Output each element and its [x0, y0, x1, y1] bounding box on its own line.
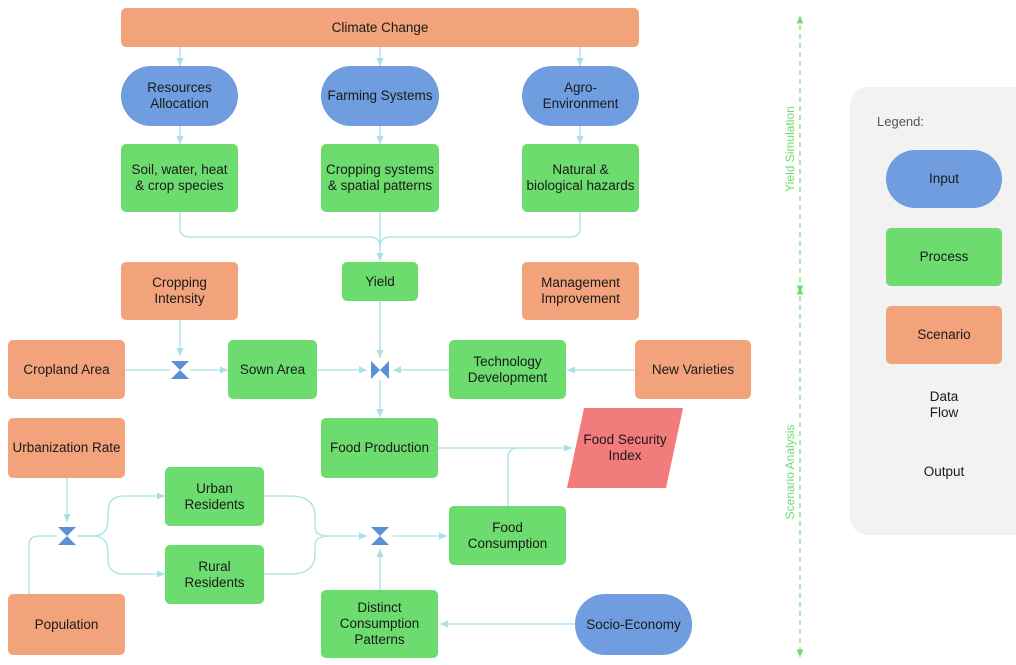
junction-valve-sown — [171, 361, 189, 379]
population-node[interactable]: Population — [8, 594, 125, 655]
cropping-systems-label: Cropping systems & spatial patterns — [325, 162, 435, 193]
food-security-index-node[interactable]: Food Security Index — [567, 408, 683, 488]
distinct-consumption-label: Distinct Consumption Patterns — [339, 600, 420, 647]
resources-allocation-node[interactable]: Resources Allocation — [121, 66, 238, 126]
farming-systems-node[interactable]: Farming Systems — [321, 66, 439, 126]
technology-development-node[interactable]: Technology Development — [449, 340, 566, 399]
legend-input-label: Input — [928, 171, 960, 186]
yield-simulation-label: Yield Simulation — [783, 106, 797, 192]
soil-water-label: Soil, water, heat & crop species — [131, 162, 228, 193]
cropping-intensity-label: Cropping Intensity — [152, 275, 207, 306]
flow-rural-junction — [264, 535, 331, 575]
technology-development-label: Technology Development — [467, 353, 548, 385]
new-varieties-label: New Varieties — [651, 361, 735, 377]
flow-pop-junction — [28, 535, 57, 594]
food-consumption-label: Food Consumption — [467, 519, 548, 551]
resources-allocation-label: Resources Allocation — [147, 80, 212, 111]
urbanization-rate-label: Urbanization Rate — [12, 440, 121, 455]
legend-process-label: Process — [919, 249, 969, 264]
food-security-index-label: Food Security Index — [583, 432, 667, 463]
cropping-intensity-node[interactable]: Cropping Intensity — [121, 262, 238, 320]
flow-nat-yield — [379, 212, 581, 248]
agro-environment-node[interactable]: Agro- Environment — [522, 66, 639, 126]
new-varieties-node[interactable]: New Varieties — [635, 340, 751, 399]
yield-node[interactable]: Yield — [342, 262, 418, 301]
cropland-area-label: Cropland Area — [23, 361, 110, 377]
farming-systems-label: Farming Systems — [327, 88, 433, 103]
flow-soil-yield — [179, 212, 381, 248]
flow-fc-fsi — [507, 447, 519, 506]
management-improvement-node[interactable]: Management Improvement — [522, 262, 639, 320]
urban-residents-label: Urban Residents — [184, 480, 245, 512]
climate-change-node[interactable]: Climate Change — [121, 8, 639, 47]
soil-water-node[interactable]: Soil, water, heat & crop species — [121, 144, 238, 212]
flow-junction-urban — [77, 492, 165, 537]
legend-scenario-label: Scenario — [917, 327, 971, 342]
legend-scenario: Scenario — [886, 306, 1002, 364]
legend-title: Legend: — [877, 114, 924, 129]
food-consumption-node[interactable]: Food Consumption — [449, 506, 566, 565]
socio-economy-label: Socio-Economy — [586, 616, 681, 632]
flow-junction-rural — [77, 535, 165, 578]
sown-area-node[interactable]: Sown Area — [228, 340, 317, 399]
scenario-analysis-label: Scenario Analysis — [783, 424, 797, 520]
sown-area-label: Sown Area — [239, 361, 306, 377]
legend-process: Process — [886, 228, 1002, 286]
junction-valve-consumption — [371, 527, 389, 545]
cropping-systems-node[interactable]: Cropping systems & spatial patterns — [321, 144, 439, 212]
food-production-node[interactable]: Food Production — [321, 418, 438, 478]
legend-input: Input — [886, 150, 1002, 208]
flow-urban-junction — [264, 495, 367, 540]
food-production-label: Food Production — [329, 440, 430, 455]
distinct-consumption-node[interactable]: Distinct Consumption Patterns — [321, 590, 438, 658]
natural-hazards-node[interactable]: Natural & biological hazards — [522, 144, 639, 212]
yield-label: Yield — [365, 273, 395, 289]
urbanization-rate-node[interactable]: Urbanization Rate — [8, 418, 125, 478]
agro-environment-label: Agro- Environment — [542, 80, 619, 111]
climate-change-label: Climate Change — [331, 19, 429, 35]
legend-data-flow-label: Data Flow — [929, 389, 959, 420]
food-security-index-shape — [567, 408, 683, 488]
rural-residents-label: Rural Residents — [184, 558, 245, 590]
socio-economy-node[interactable]: Socio-Economy — [575, 594, 692, 655]
urban-residents-node[interactable]: Urban Residents — [165, 467, 264, 526]
cropland-area-node[interactable]: Cropland Area — [8, 340, 125, 399]
rural-residents-node[interactable]: Rural Residents — [165, 545, 264, 604]
junction-valve-residents — [58, 527, 76, 545]
population-label: Population — [34, 616, 99, 632]
management-improvement-label: Management Improvement — [541, 275, 620, 306]
legend-output-label: Output — [923, 464, 965, 479]
natural-hazards-label: Natural & biological hazards — [526, 162, 635, 193]
junction-valve-production — [371, 361, 389, 379]
